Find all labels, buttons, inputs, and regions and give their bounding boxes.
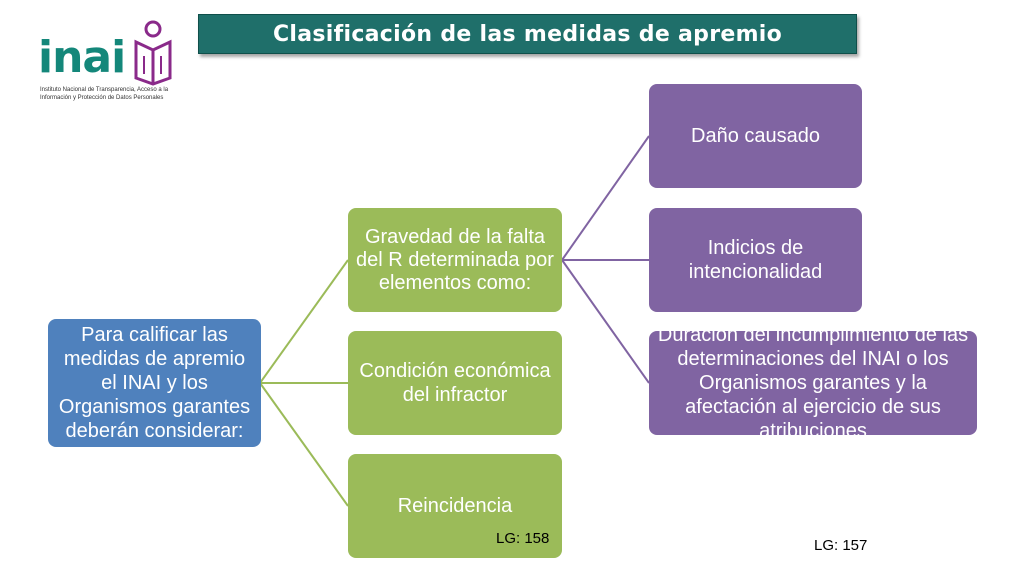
- node-condicion: Condición económica del infractor: [348, 331, 562, 435]
- logo-wordmark: inai: [38, 32, 126, 83]
- inai-logo: inai Instituto Nacional de Transparencia…: [38, 20, 188, 112]
- note-lg158: LG: 158: [496, 530, 550, 547]
- node-indicios: Indicios de intencionalidad: [649, 208, 862, 312]
- node-condicion-text: Condición económica del infractor: [359, 360, 551, 406]
- title-bar: Clasificación de las medidas de apremio: [198, 14, 857, 54]
- logo-subtitle: Instituto Nacional de Transparencia, Acc…: [40, 87, 169, 101]
- node-dano-text: Daño causado: [691, 125, 820, 147]
- connector-gravedad-duracion: [561, 259, 650, 384]
- node-gravedad-text: Gravedad de la falta del R determinada p…: [356, 225, 554, 294]
- logo-person-icon: [134, 20, 172, 86]
- connector-gravedad-dano: [561, 135, 650, 261]
- note-lg157: LG: 157: [814, 537, 868, 554]
- connector-root-gravedad: [259, 259, 349, 384]
- node-duracion-text: Duración del incumplimiento de las deter…: [657, 324, 969, 442]
- node-indicios-text: Indicios de intencionalidad: [688, 237, 823, 283]
- page-title: Clasificación de las medidas de apremio: [272, 21, 783, 47]
- root-node-text: Para calificar las medidas de apremio el…: [58, 324, 251, 442]
- connector-root-reincidencia: [259, 382, 349, 507]
- root-node: Para calificar las medidas de apremio el…: [48, 319, 261, 447]
- node-gravedad: Gravedad de la falta del R determinada p…: [348, 208, 562, 312]
- node-duracion: Duración del incumplimiento de las deter…: [649, 324, 977, 442]
- node-reincidencia-text: Reincidencia: [397, 495, 513, 517]
- node-reincidencia: Reincidencia: [348, 454, 562, 558]
- node-dano: Daño causado: [649, 84, 862, 188]
